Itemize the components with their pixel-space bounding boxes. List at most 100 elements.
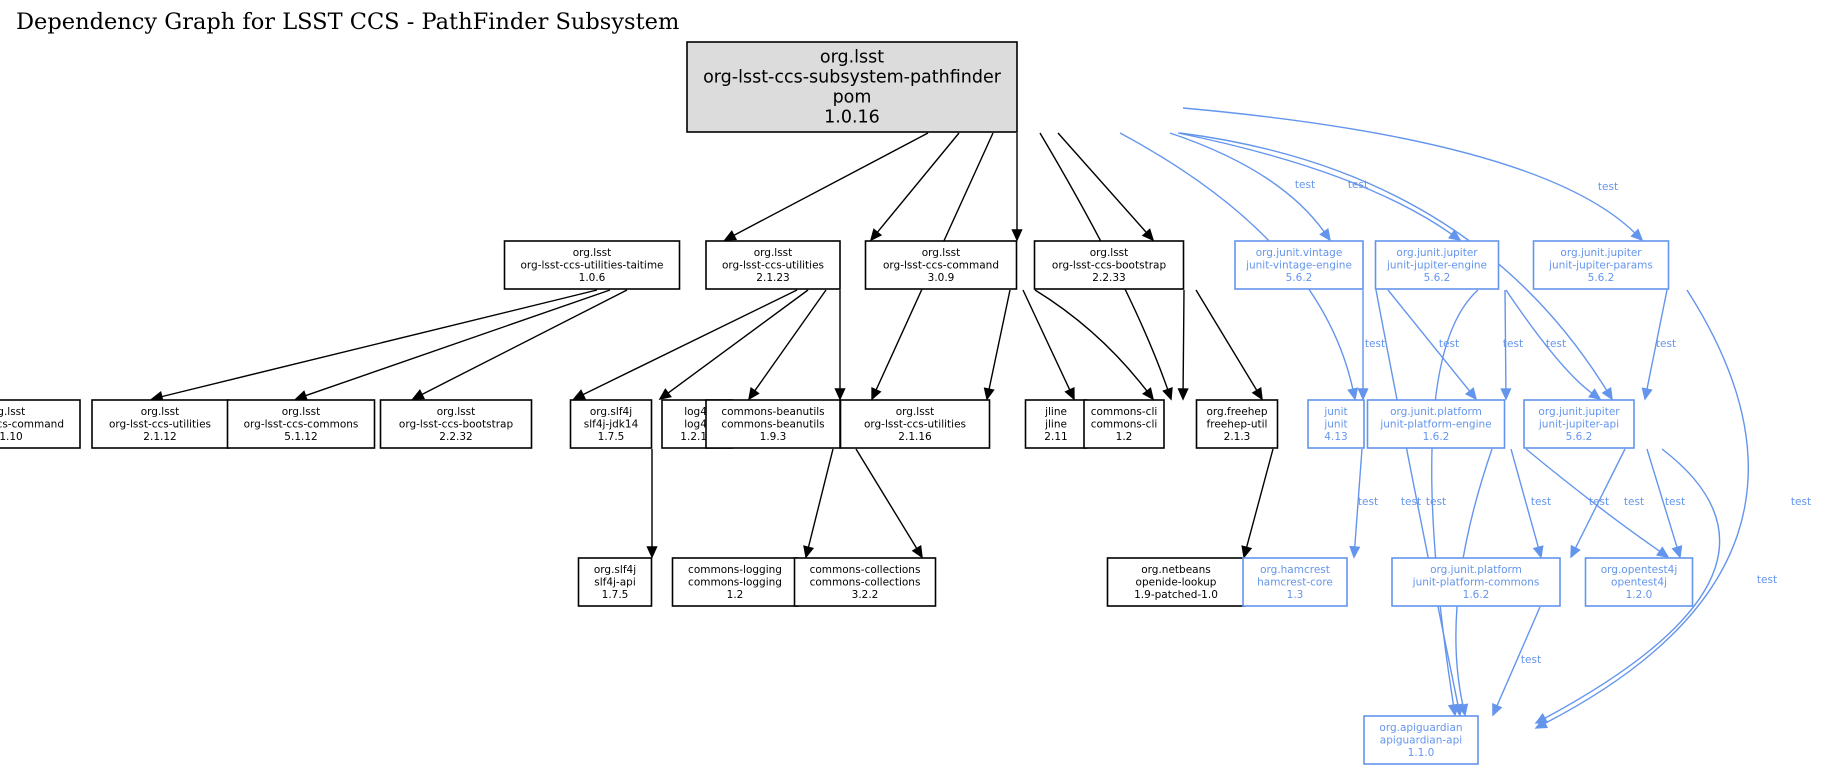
edge-root-to-command-309 (1011, 133, 1023, 242)
node-box (226, 399, 376, 449)
node-box (1584, 557, 1694, 607)
arrowhead (1630, 228, 1644, 242)
node-label-line: org-lsst-ccs-commons (244, 419, 359, 431)
node-jupiter-engine[interactable]: org.junit.jupiterjunit-jupiter-engine5.6… (1374, 240, 1500, 290)
arrowhead (1177, 388, 1189, 401)
edge-beanutils-to-commons-collections (855, 448, 923, 559)
node-label-line: org.lsst (754, 247, 793, 259)
node-label-line: slf4j-jdk14 (584, 419, 639, 431)
arrowhead (1534, 713, 1549, 724)
node-box (1234, 240, 1364, 290)
node-label-line: org-lsst-ccs-command (0, 419, 64, 431)
node-openide-lookup[interactable]: org.netbeansopenide-lookup1.9-patched-1.… (1106, 557, 1246, 607)
node-label-line: 1.6.2 (1463, 589, 1490, 601)
node-box (0, 399, 81, 449)
node-label-line: org.junit.jupiter (1396, 247, 1478, 259)
edge-label: test (1656, 338, 1676, 350)
node-box (686, 41, 1018, 133)
node-taitime[interactable]: org.lsstorg-lsst-ccs-utilities-taitime1.… (503, 240, 681, 290)
edge-root-to-vintage-engine: test (1169, 132, 1331, 242)
node-label-line: org.lsst (141, 406, 180, 418)
arrowhead (658, 388, 672, 401)
edge-label: test (1426, 496, 1446, 508)
node-platform-commons[interactable]: org.junit.platformjunit-platform-commons… (1391, 557, 1561, 607)
edge-line (1169, 132, 1325, 233)
edge-label: test (1624, 496, 1644, 508)
edge-label: test (1401, 496, 1421, 508)
node-label-line: 1.7.5 (602, 589, 629, 601)
arrowhead (1141, 228, 1155, 242)
node-label-line: 2.1.16 (898, 431, 932, 443)
node-box (839, 399, 991, 449)
edge-line (1496, 606, 1541, 707)
edge-line (421, 289, 628, 396)
edge-label: test (1521, 654, 1541, 666)
node-box (705, 240, 841, 290)
arrowhead (834, 388, 846, 401)
arrowhead (1241, 545, 1253, 559)
arrowhead (294, 390, 308, 401)
arrowhead (1457, 703, 1469, 717)
node-commons-collections[interactable]: commons-collectionscommons-collections3.… (793, 557, 937, 607)
node-label-line: jline (1044, 419, 1067, 431)
node-platform-engine[interactable]: org.junit.platformjunit-platform-engine1… (1366, 399, 1506, 449)
node-jupiter-params[interactable]: org.junit.jupiterjunit-jupiter-params5.6… (1532, 240, 1670, 290)
node-label-line: 2.2.33 (1092, 272, 1125, 284)
edge-root-to-utilities-2123 (869, 132, 960, 242)
graph-title: Dependency Graph for LSST CCS - PathFind… (16, 9, 679, 35)
node-label-line: 1.1.0 (1408, 747, 1435, 759)
edge-beanutils-to-commons-logging (803, 448, 834, 559)
edge-line (1034, 289, 1148, 392)
edge-line (855, 448, 918, 549)
edge-vintage-engine-to-junit: test (1357, 290, 1385, 401)
edge-label: test (1348, 179, 1368, 191)
edge-line (1022, 289, 1071, 391)
node-root[interactable]: org.lsstorg-lsst-ccs-subsystem-pathfinde… (686, 41, 1018, 133)
node-label-line: org.apiguardian (1379, 722, 1462, 734)
edge-jupiter-api-to-platform-commons: test (1570, 448, 1626, 559)
arrowhead (1011, 229, 1023, 242)
arrowhead (748, 387, 760, 401)
node-label-line: 1.7.5 (598, 431, 625, 443)
node-label-line: junit-jupiter-api (1538, 419, 1619, 431)
arrowhead (1601, 386, 1613, 401)
arrowhead (1448, 229, 1462, 241)
arrowhead (411, 389, 426, 400)
node-box (1106, 557, 1246, 607)
edge-line (582, 289, 798, 396)
edge-root-to-jupiter-params: test (1182, 107, 1644, 242)
node-label-line: freehep-util (1207, 419, 1268, 431)
arrowhead (1492, 702, 1503, 717)
arrowhead (1162, 387, 1173, 401)
node-vintage-engine[interactable]: org.junit.vintagejunit-vintage-engine5.6… (1234, 240, 1364, 290)
node-label-line: 1.0.6 (579, 272, 606, 284)
node-label-line: org.lsst (0, 406, 25, 418)
node-label-line: org.netbeans (1141, 564, 1210, 576)
node-box (1033, 240, 1185, 290)
edge-line (305, 289, 611, 397)
arrowhead (1500, 388, 1512, 401)
node-label-line: junit (1323, 406, 1347, 418)
node-box (1366, 399, 1506, 449)
edge-line (1354, 448, 1363, 548)
